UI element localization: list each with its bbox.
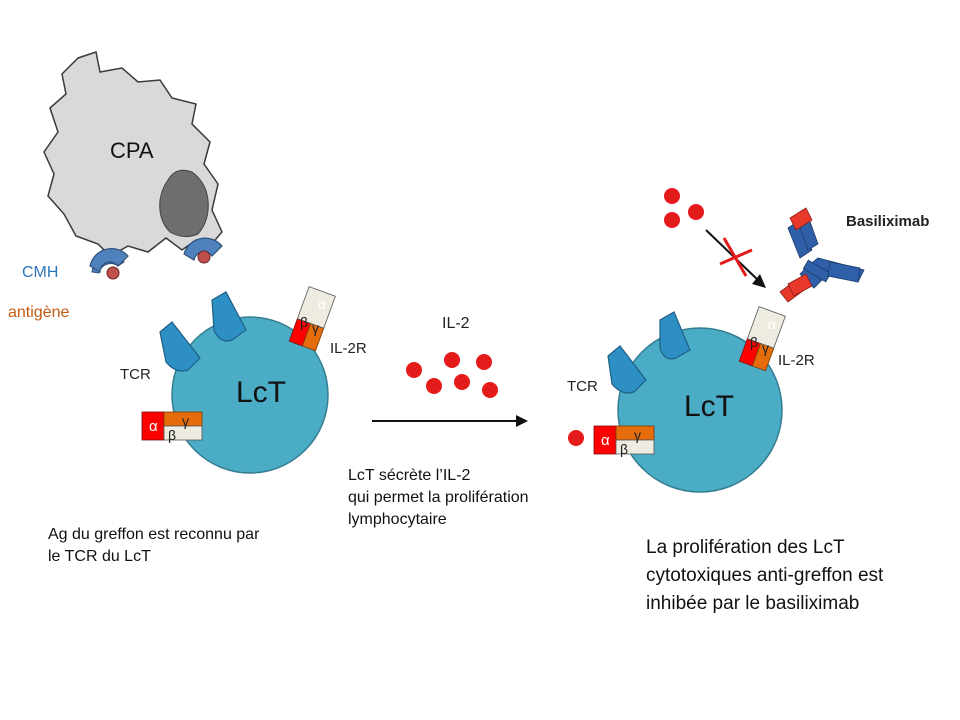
- apc-label: CPA: [110, 138, 154, 163]
- left-il2r-side: [141, 411, 203, 441]
- right-side-gamma: γ: [634, 427, 641, 443]
- left-il2r-top: [288, 286, 336, 352]
- right-il2r-side: [593, 425, 655, 455]
- blocked-arrow-head: [752, 274, 766, 288]
- antigen-label: antigène: [8, 304, 70, 321]
- right-il2r-top: [738, 306, 786, 372]
- antigen-dot-right: [197, 250, 211, 264]
- il2-dot-free: [664, 188, 680, 204]
- il2-dot: [454, 374, 470, 390]
- left-tcr-2: [211, 291, 247, 342]
- il2-dot: [482, 382, 498, 398]
- il2-dot: [476, 354, 492, 370]
- right-side-alpha: α: [601, 432, 610, 449]
- left-side-alpha: α: [149, 418, 158, 435]
- caption-line: Ag du greffon est reconnu par: [48, 526, 260, 543]
- caption-line: lymphocytaire: [348, 511, 447, 528]
- cmh-label: CMH: [22, 264, 59, 281]
- right-caption: La prolifération des LcT cytotoxiques an…: [646, 534, 883, 618]
- il2-cluster: [406, 352, 498, 398]
- il2-dot: [406, 362, 422, 378]
- apc-nucleus: [159, 169, 209, 238]
- process-arrow-head: [516, 415, 528, 427]
- right-cell-label: LcT: [684, 390, 735, 423]
- right-top-beta: β: [750, 334, 759, 350]
- left-tcr-1: [159, 321, 201, 372]
- il2-dot: [444, 352, 460, 368]
- right-top-alpha: α: [768, 316, 777, 332]
- right-tcr-2: [659, 311, 691, 360]
- mhc-molecule: [89, 247, 129, 274]
- il2-dot-bound: [568, 430, 584, 446]
- il2-label: IL-2: [442, 315, 470, 332]
- caption-line: LcT sécrète l’IL-2: [348, 467, 471, 484]
- basiliximab-antibody: [779, 207, 865, 303]
- left-side-gamma: γ: [182, 413, 189, 429]
- right-t-cell: [617, 327, 783, 493]
- caption-line: inhibée par le basiliximab: [646, 593, 860, 614]
- right-side-beta: β: [620, 441, 629, 457]
- right-top-gamma: γ: [762, 340, 769, 356]
- left-top-gamma: γ: [312, 320, 319, 336]
- middle-caption: LcT sécrète l’IL-2 qui permet la prolifé…: [348, 465, 529, 531]
- il2-dot: [426, 378, 442, 394]
- mhc-molecule-right: [183, 237, 223, 261]
- left-top-beta: β: [300, 314, 309, 330]
- left-cell-label: LcT: [236, 376, 287, 409]
- caption-line: le TCR du LcT: [48, 548, 151, 565]
- left-t-cell: [171, 316, 329, 474]
- right-tcr-1: [607, 345, 647, 394]
- il2-dot-free: [688, 204, 704, 220]
- right-tcr-label: TCR: [567, 378, 598, 395]
- right-il2r-label: IL-2R: [778, 352, 815, 369]
- left-side-beta: β: [168, 427, 177, 443]
- block-cross-2: [719, 248, 753, 266]
- left-il2r-label: IL-2R: [330, 340, 367, 357]
- caption-line: La prolifération des LcT: [646, 537, 845, 558]
- left-top-alpha: α: [318, 296, 327, 312]
- left-caption: Ag du greffon est reconnu par le TCR du …: [48, 524, 259, 568]
- il2-dot-free: [664, 212, 680, 228]
- caption-line: cytotoxiques anti-greffon est: [646, 565, 884, 586]
- basiliximab-label: Basiliximab: [846, 213, 930, 230]
- left-tcr-label: TCR: [120, 366, 151, 383]
- caption-line: qui permet la prolifération: [348, 489, 529, 506]
- antigen-dot-left: [106, 266, 120, 280]
